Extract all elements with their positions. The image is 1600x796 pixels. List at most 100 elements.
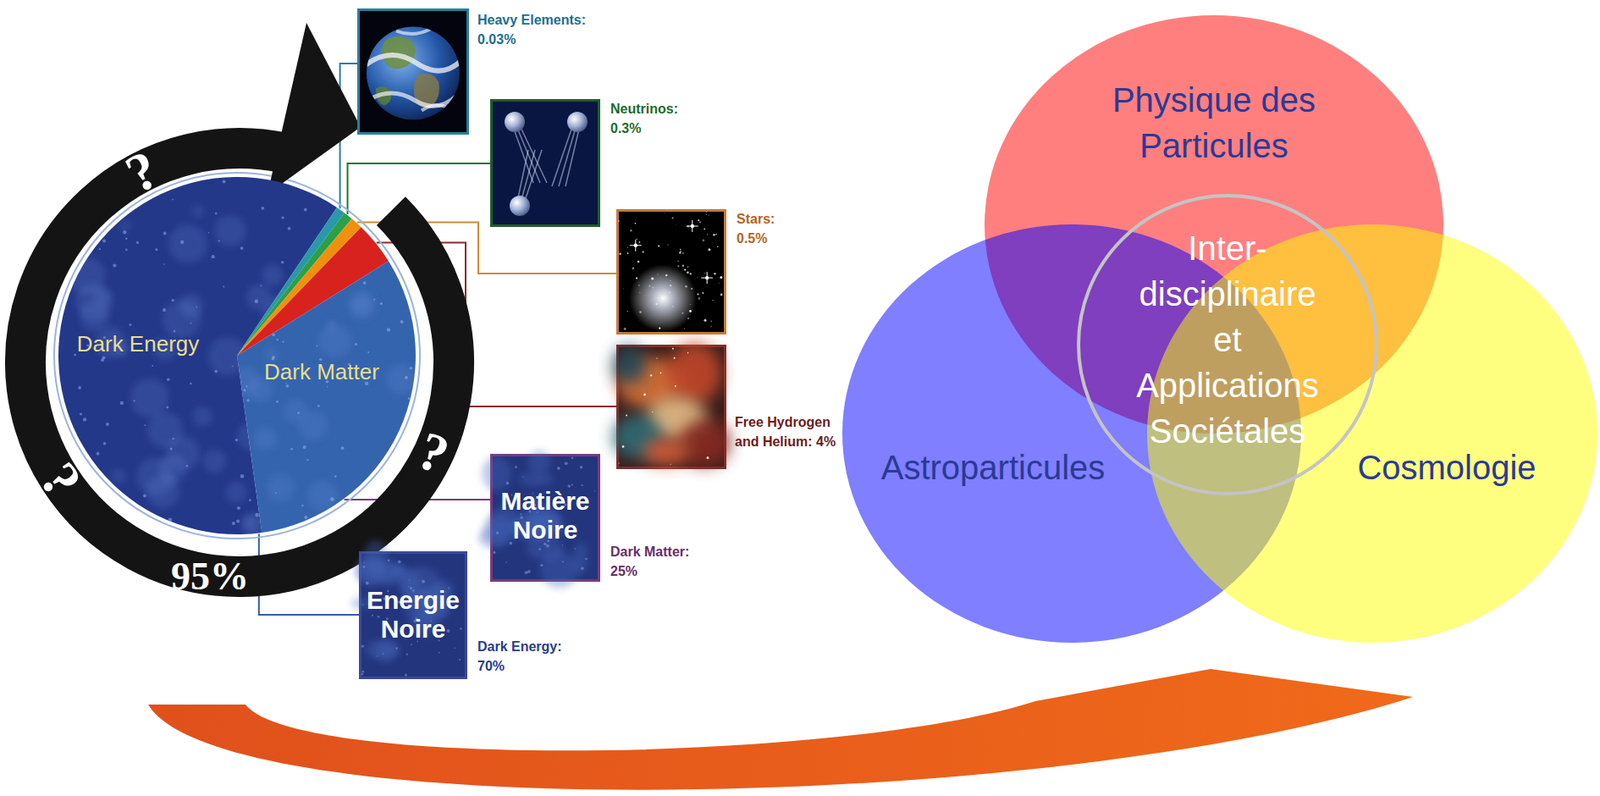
art-circle (395, 646, 398, 649)
art-circle (623, 287, 625, 290)
texture-dot (186, 281, 188, 284)
texture-blob (73, 305, 100, 332)
texture-dot (79, 312, 83, 315)
texture-dot (125, 248, 128, 252)
art-circle (410, 643, 413, 646)
texture-blob (283, 399, 308, 424)
texture-dot (202, 322, 205, 326)
art-circle (682, 264, 685, 267)
texture-blob (171, 167, 207, 204)
art-circle (696, 292, 699, 295)
art-circle (538, 547, 541, 551)
art-circle (657, 245, 660, 248)
art-circle (627, 252, 629, 254)
texture-blob (165, 435, 201, 471)
texture-dot (198, 244, 201, 248)
texture-blob (203, 449, 227, 473)
art-circle (618, 252, 622, 255)
art-circle (677, 260, 679, 262)
texture-dot (287, 226, 292, 231)
art-ellipse (667, 342, 722, 404)
texture-dot (380, 302, 383, 305)
art-circle (675, 223, 678, 226)
texture-dot (120, 401, 124, 405)
art-circle (705, 275, 709, 280)
texture-dot (276, 338, 279, 341)
image-caption: Dark Energy: 70% (477, 636, 575, 676)
texture-dot (116, 275, 120, 278)
texture-dot (193, 380, 196, 384)
transition-arrow (148, 668, 1413, 790)
texture-blob (192, 205, 205, 218)
texture-dot (126, 245, 128, 248)
art-circle (377, 615, 381, 618)
venn-center-label: Inter- disciplinaire et Applications Soc… (1125, 225, 1330, 454)
art-circle (718, 282, 720, 284)
texture-dot (286, 384, 290, 388)
texture-dot (253, 208, 257, 211)
text-slot: Heavy Elements: 0.03% (477, 10, 605, 50)
art-circle (617, 220, 620, 222)
texture-dot (290, 308, 293, 312)
texture-dot (281, 260, 285, 265)
art-circle (704, 272, 706, 274)
texture-dot (252, 220, 256, 225)
art-circle (625, 414, 628, 417)
venn-center-circle: Inter- disciplinaire et Applications Soc… (1076, 193, 1379, 496)
art-circle (706, 211, 707, 213)
art-circle (567, 111, 588, 133)
texture-dot (168, 518, 173, 523)
texture-dot (163, 231, 167, 236)
art-circle (637, 260, 640, 264)
texture-dot (176, 219, 179, 222)
texture-dot (301, 504, 304, 508)
texture-blob (264, 347, 279, 362)
texture-blob (73, 261, 93, 281)
text-slot: Matière Noire (493, 486, 597, 546)
art-circle (562, 560, 564, 563)
texture-dot (202, 203, 206, 207)
art-circle (636, 238, 638, 240)
texture-dot (281, 215, 284, 219)
texture-blob (336, 226, 353, 243)
art-circle (686, 270, 690, 274)
texture-dot (170, 446, 173, 450)
texture-dot (190, 322, 193, 325)
venn-label: Cosmologie (1336, 444, 1557, 491)
art-circle (682, 252, 685, 254)
art-circle (651, 411, 653, 413)
art-ellipse (540, 551, 579, 588)
art-circle (690, 224, 695, 228)
art-ellipse (354, 558, 402, 585)
art-circle (622, 445, 625, 448)
texture-dot (77, 391, 82, 397)
texture-blob (277, 266, 298, 287)
art-circle (638, 241, 640, 243)
texture-dot (77, 287, 80, 290)
art-circle (696, 275, 699, 278)
art-circle (627, 310, 629, 312)
texture-dot (303, 208, 308, 212)
texture-dot (242, 388, 246, 392)
texture-dot (317, 268, 320, 271)
art-circle (634, 222, 637, 225)
pie-group (58, 167, 419, 537)
art-ellipse (528, 450, 552, 473)
art-circle (632, 267, 635, 271)
texture-dot (146, 433, 149, 436)
texture-blob (165, 441, 180, 456)
text-slot: Free Hydrogen and Helium: 4% (734, 412, 842, 452)
texture-dot (136, 241, 139, 244)
texture-blob (160, 491, 198, 529)
texture-dot (260, 285, 263, 287)
texture-dot (171, 230, 174, 233)
texture-blob (329, 238, 343, 253)
art-circle (706, 456, 710, 459)
texture-blob (131, 417, 145, 431)
texture-dot (110, 371, 112, 374)
texture-dot (160, 432, 162, 435)
pie-slice (237, 260, 416, 533)
art-ellipse (642, 438, 690, 466)
art-circle (712, 299, 714, 301)
